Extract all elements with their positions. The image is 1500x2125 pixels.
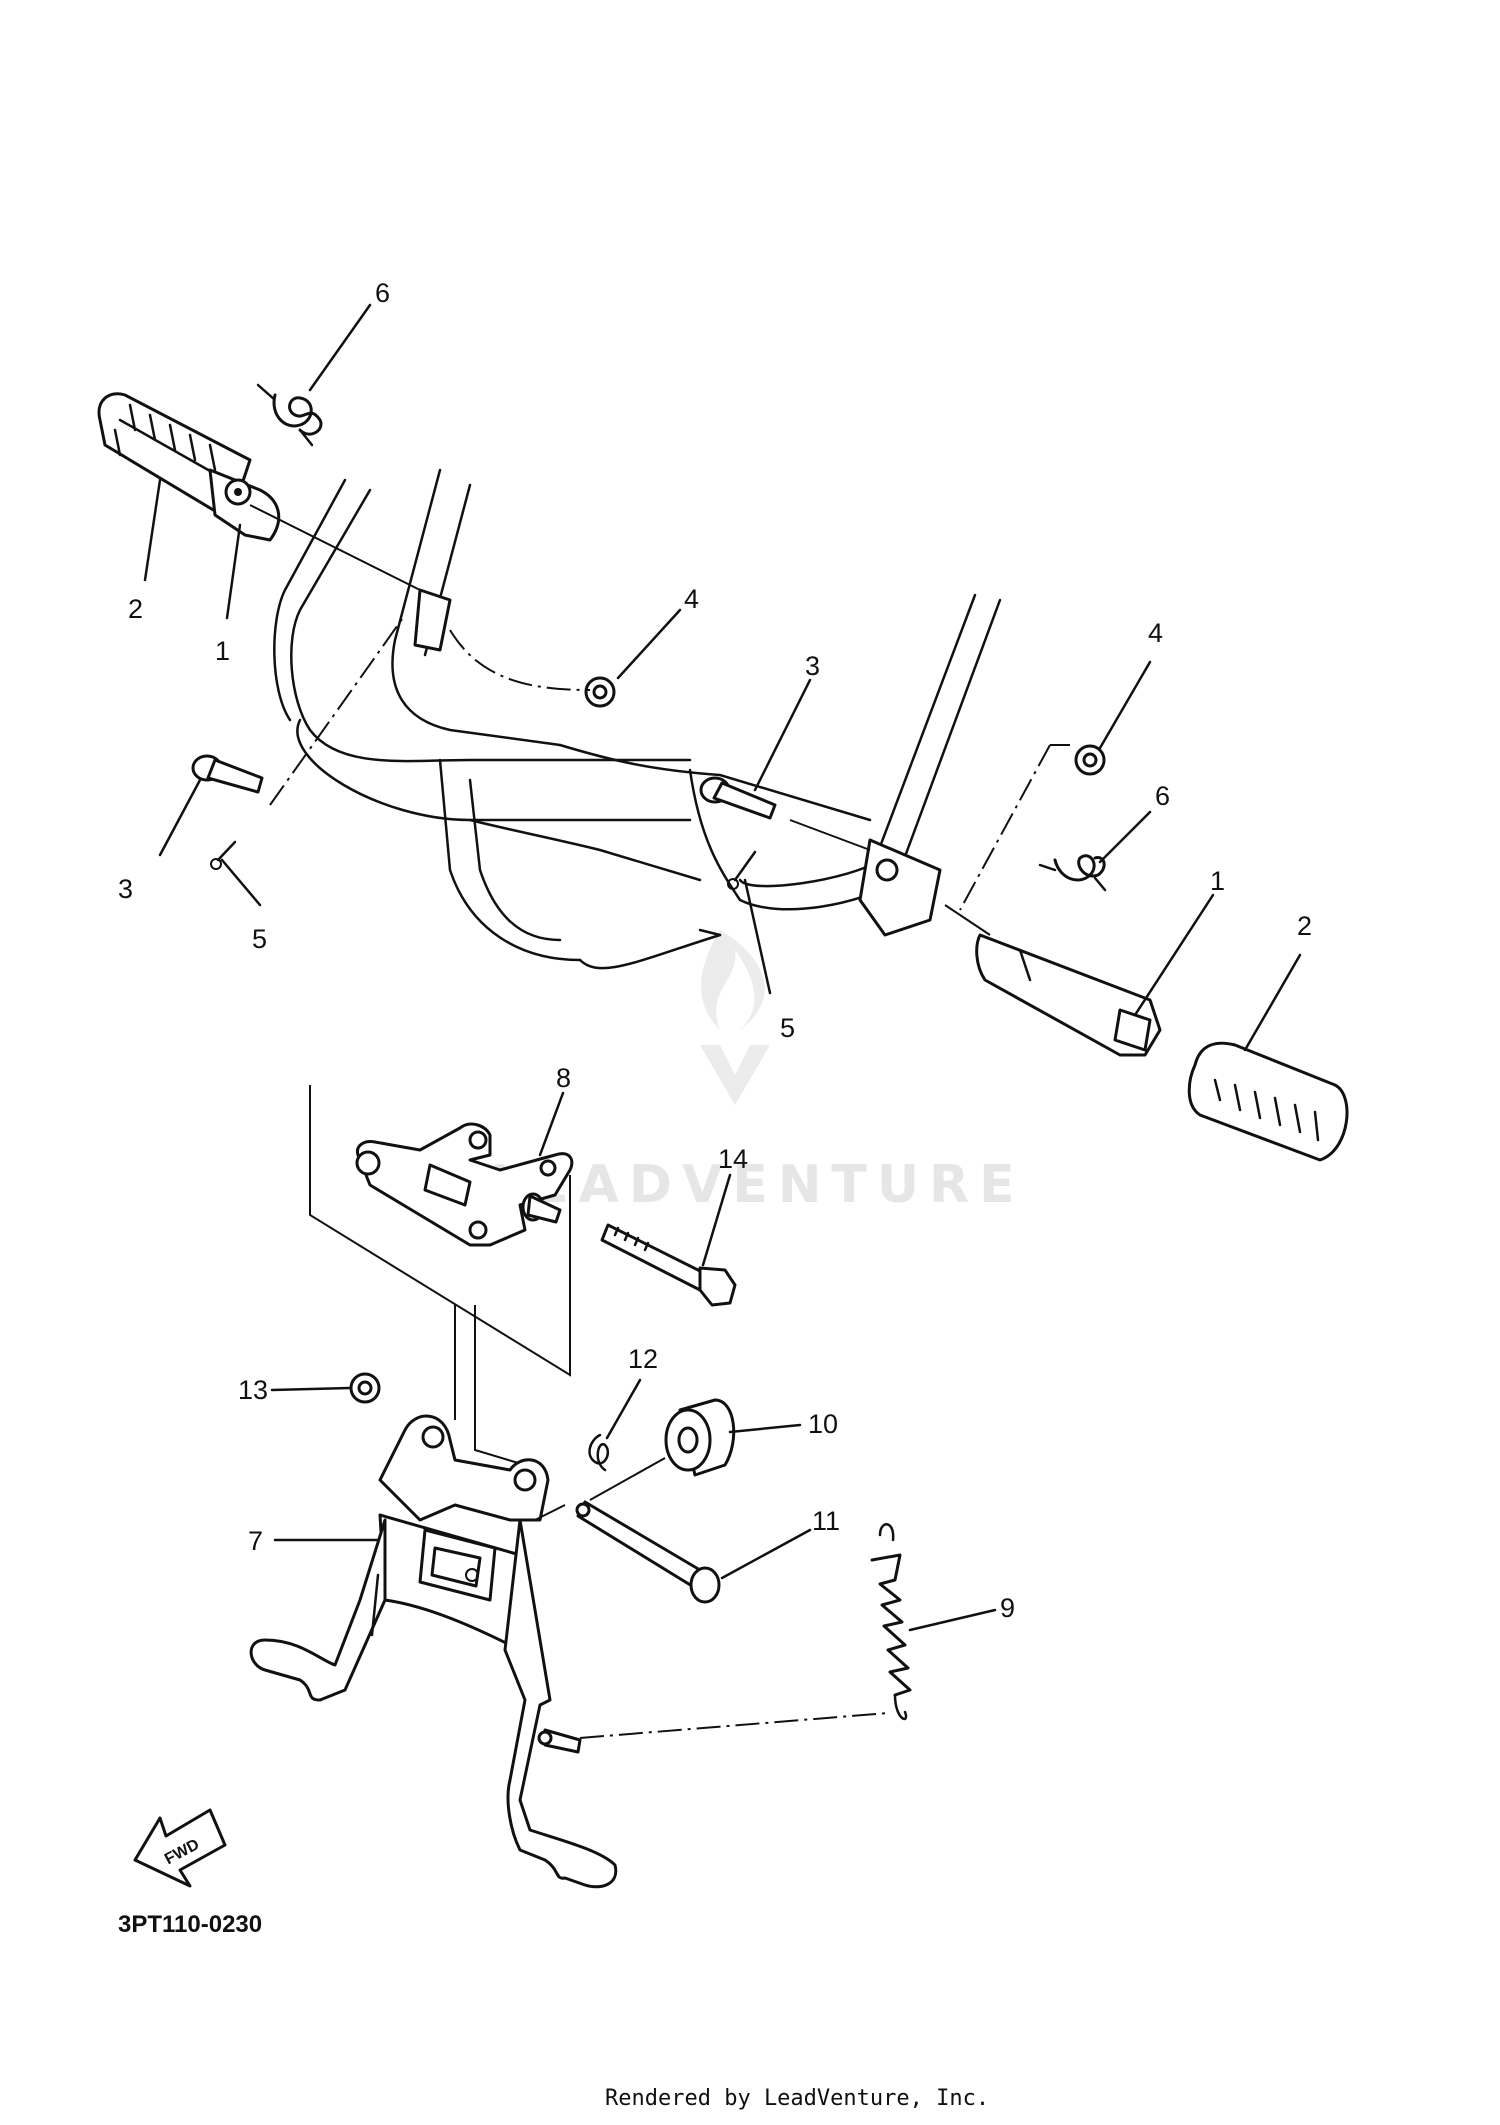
callout-3-left: 3: [118, 874, 133, 904]
clip-12: [588, 1433, 610, 1472]
return-spring-9: [870, 1523, 912, 1721]
callout-5-right: 5: [780, 1013, 795, 1043]
frame-tubes: [273, 468, 1002, 970]
fwd-arrow: FWD: [133, 1808, 227, 1888]
watermark-text: LEADVENTURE: [490, 1155, 1025, 1215]
washer-4-right: [1074, 744, 1106, 776]
render-credit: Rendered by LeadVenture, Inc.: [605, 2086, 989, 2111]
roller-10: [664, 1398, 736, 1477]
callout-13: 13: [238, 1375, 268, 1405]
callout-11: 11: [812, 1506, 840, 1536]
guide-line: [449, 629, 591, 691]
callout-leaders: [143, 303, 1302, 1632]
callout-2-right: 2: [1297, 911, 1312, 941]
guide-line: [959, 744, 1051, 911]
guide-line: [474, 1305, 526, 1466]
callout-6-top: 6: [375, 278, 390, 308]
footrest-right: [975, 933, 1162, 1057]
callout-7: 7: [248, 1526, 263, 1556]
cotter-pin-left: [210, 840, 237, 870]
washer-13: [349, 1372, 381, 1404]
footrest-left: [208, 468, 281, 542]
callout-9: 9: [1000, 1593, 1015, 1623]
pin-left: [191, 754, 264, 794]
guide-line: [944, 904, 991, 936]
callout-14: 14: [718, 1144, 748, 1174]
guide-line: [534, 1504, 566, 1521]
callout-10: 10: [808, 1409, 838, 1439]
callout-6-right: 6: [1155, 781, 1170, 811]
callout-2-left: 2: [128, 594, 143, 624]
spring-right: [1038, 854, 1107, 892]
stand-bracket: [309, 1085, 574, 1377]
pin-right: [699, 776, 777, 820]
cotter-pin-right: [727, 850, 757, 890]
guide-line: [269, 614, 406, 806]
spring-left: [256, 383, 323, 447]
watermark: LEADVENTURE: [490, 930, 1025, 1215]
callout-12: 12: [628, 1344, 658, 1374]
washer-4-left: [584, 676, 616, 708]
guide-line: [579, 1712, 889, 1739]
callout-5-left: 5: [252, 924, 267, 954]
center-stand: [249, 1414, 618, 1889]
guide-line: [789, 819, 871, 851]
guide-line: [249, 504, 421, 591]
callout-1-right: 1: [1210, 866, 1225, 896]
guide-line: [589, 1457, 666, 1501]
callout-4-right: 4: [1148, 618, 1163, 648]
callout-numbers: 6 2 1 4 3 5 3 4 6 1 5 2 8 14 12 13 10 7 …: [118, 278, 1312, 1623]
callout-1-left: 1: [215, 636, 230, 666]
callout-4-left: 4: [684, 584, 699, 614]
pin-11: [575, 1500, 721, 1604]
bolt-14: [600, 1223, 737, 1307]
callout-3-right: 3: [805, 651, 820, 681]
callout-8: 8: [556, 1063, 571, 1093]
footrest-rubber-right: [1187, 1041, 1349, 1162]
diagram-code: 3PT110-0230: [118, 1911, 262, 1938]
